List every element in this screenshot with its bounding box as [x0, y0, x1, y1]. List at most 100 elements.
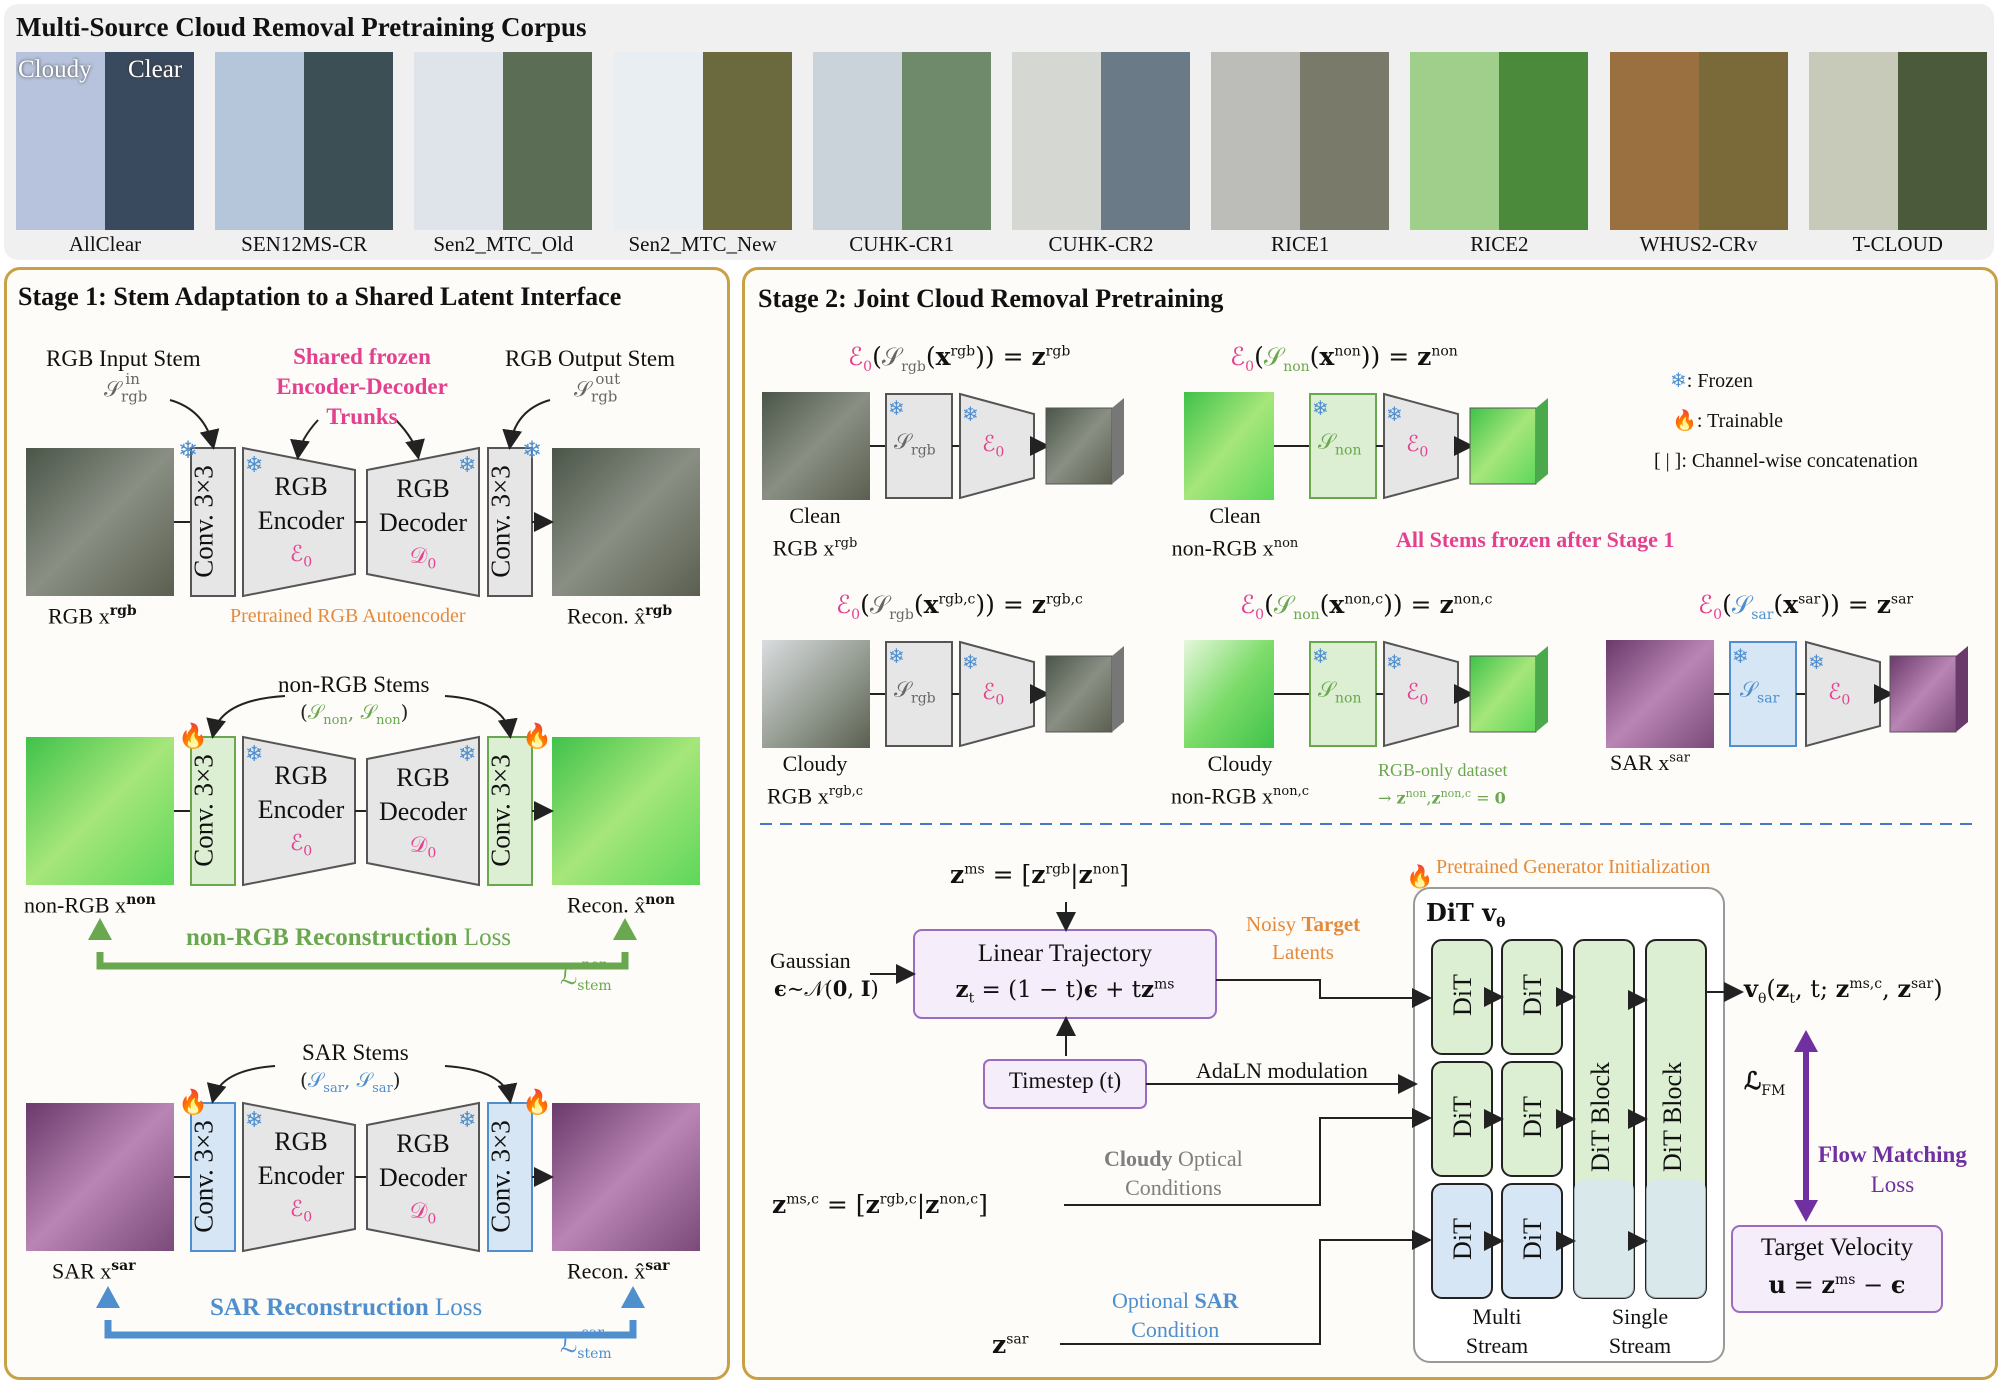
trainable-icon: 🔥 — [522, 1090, 552, 1116]
cloudy-image — [414, 52, 504, 230]
clear-image — [503, 52, 593, 230]
conv-in-rgb: Conv. 3×3 — [188, 465, 219, 578]
zmsc-definition: zms,c = [zrgb,c|znon,c] — [772, 1190, 988, 1219]
frozen-icon: ❄ — [1386, 652, 1403, 674]
dit-block: DiT — [1447, 1218, 1477, 1260]
cloudy-image — [812, 52, 902, 230]
rgb-input-stem-label: RGB Input Stem — [46, 346, 201, 371]
trainable-icon: 🔥 — [178, 1090, 208, 1116]
dataset-thumbnail — [1808, 52, 1987, 230]
sar-input-caption: SAR xsar — [52, 1258, 136, 1284]
frozen-icon: ❄ — [245, 452, 264, 477]
dataset-label: SEN12MS-CR — [241, 232, 368, 256]
linear-trajectory-formula: zt = (1 − t)ϵ + tzms — [955, 976, 1175, 1007]
legend-frozen: ❄: Frozen — [1670, 370, 1753, 392]
model-output: vθ(zt, t; zms,c, zsar) — [1744, 974, 1943, 1007]
cloudy-image — [1808, 52, 1898, 230]
clear-image — [1101, 52, 1190, 230]
dataset-label: RICE1 — [1271, 232, 1330, 256]
clear-image — [702, 52, 792, 230]
eq-clean-nonrgb: ℰ0(𝒮non(xnon)) = znon — [1230, 342, 1458, 375]
clear-image — [901, 52, 991, 230]
rgb-only-note: RGB-only dataset→ znon,znon,c = 0 — [1378, 760, 1508, 808]
conv-out-sar: Conv. 3×3 — [485, 1120, 516, 1233]
frozen-icon: ❄ — [1670, 370, 1687, 392]
frozen-icon: ❄ — [178, 438, 199, 464]
rgb-input-caption: RGB xrgb — [48, 603, 137, 629]
dataset-label: AllClear — [68, 232, 142, 256]
timestep-box[interactable]: Timestep (t) — [1008, 1068, 1122, 1093]
dataset-thumbnail — [414, 52, 593, 230]
nonrgb-stems-label: non-RGB Stems — [278, 672, 430, 697]
stem-rgb-symbol: 𝒮rgb — [894, 678, 936, 707]
frozen-icon: ❄ — [458, 741, 477, 766]
pretrained-generator-label: Pretrained Generator Initialization — [1436, 856, 1711, 878]
sar-loss-label: SAR Reconstruction Loss — [210, 1294, 483, 1321]
sar-stem-loss-symbol: ℒstemsar — [560, 1325, 612, 1362]
nonrgb-recon-caption: Recon. x̂non — [567, 892, 675, 918]
dataset-label: Sen2_MTC_Old — [433, 232, 574, 256]
cloudy-image — [1012, 52, 1101, 230]
dataset-label: Sen2_MTC_New — [628, 232, 777, 256]
legend-trainable: 🔥: Trainable — [1672, 410, 1784, 432]
cloudy-image — [1609, 52, 1699, 230]
stage2-title: Stage 2: Joint Cloud Removal Pretraining — [758, 284, 1224, 313]
pretrained-ae-label: Pretrained RGB Autoencoder — [230, 605, 466, 627]
trainable-icon: 🔥 — [178, 724, 208, 750]
stage1-title: Stage 1: Stem Adaptation to a Shared Lat… — [18, 282, 622, 311]
dataset-thumbnail — [1211, 52, 1390, 230]
dataset-label: CUHK-CR2 — [1048, 232, 1154, 256]
dataset-label: WHUS2-CRv — [1639, 232, 1758, 256]
all-stems-frozen-note: All Stems frozen after Stage 1 — [1396, 527, 1675, 552]
clear-image — [1499, 52, 1589, 230]
dataset-thumbnail — [613, 52, 792, 230]
clear-label: Clear — [128, 56, 183, 83]
sar-caption: SAR xsar — [1610, 750, 1690, 775]
frozen-icon: ❄ — [1808, 652, 1825, 674]
dataset-thumbnail — [1012, 52, 1190, 230]
encoder-symbol: ℰ0 — [982, 680, 1005, 709]
stem-sar-symbol: 𝒮sar — [1740, 678, 1780, 707]
frozen-icon: ❄ — [245, 741, 264, 766]
clear-image — [1897, 52, 1987, 230]
rgb-output-stem-label: RGB Output Stem — [505, 346, 675, 371]
frozen-icon: ❄ — [1312, 646, 1329, 668]
clear-image — [105, 52, 194, 230]
frozen-icon: ❄ — [888, 398, 905, 420]
frozen-icon: ❄ — [522, 438, 543, 464]
eq-cloudy-nonrgb: ℰ0(𝒮non(xnon,c)) = znon,c — [1240, 590, 1493, 623]
rgb-recon-caption: Recon. x̂rgb — [567, 603, 673, 629]
dit-block-single: DiT Block — [1586, 1061, 1616, 1173]
frozen-icon: ❄ — [245, 1107, 264, 1132]
clear-image — [1698, 52, 1788, 230]
trainable-icon: 🔥 — [1672, 410, 1697, 432]
rgb-input-stem-symbol: 𝒮rgbin — [104, 370, 148, 406]
encoder-symbol: ℰ0 — [982, 432, 1005, 461]
conv-out-rgb: Conv. 3×3 — [485, 465, 516, 578]
eq-cloudy-rgb: ℰ0(𝒮rgb(xrgb,c)) = zrgb,c — [836, 590, 1083, 623]
nonrgb-stems-symbol: (𝒮non, 𝒮non) — [300, 700, 409, 728]
stem-nonrgb-symbol: 𝒮non — [1318, 678, 1362, 707]
trainable-icon: 🔥 — [1406, 864, 1434, 889]
cloudy-image — [1410, 52, 1500, 230]
frozen-icon: ❄ — [962, 404, 979, 426]
zms-definition: zms = [zrgb|znon] — [950, 860, 1129, 889]
dit-title: DiT vθ — [1426, 898, 1506, 931]
encoder-symbol: ℰ0 — [1406, 680, 1429, 709]
encoder-symbol: ℰ0 — [1406, 432, 1429, 461]
cloudy-image — [613, 52, 703, 230]
eq-clean-rgb: ℰ0(𝒮rgb(xrgb)) = zrgb — [848, 342, 1071, 375]
conv-in-nonrgb: Conv. 3×3 — [188, 754, 219, 867]
